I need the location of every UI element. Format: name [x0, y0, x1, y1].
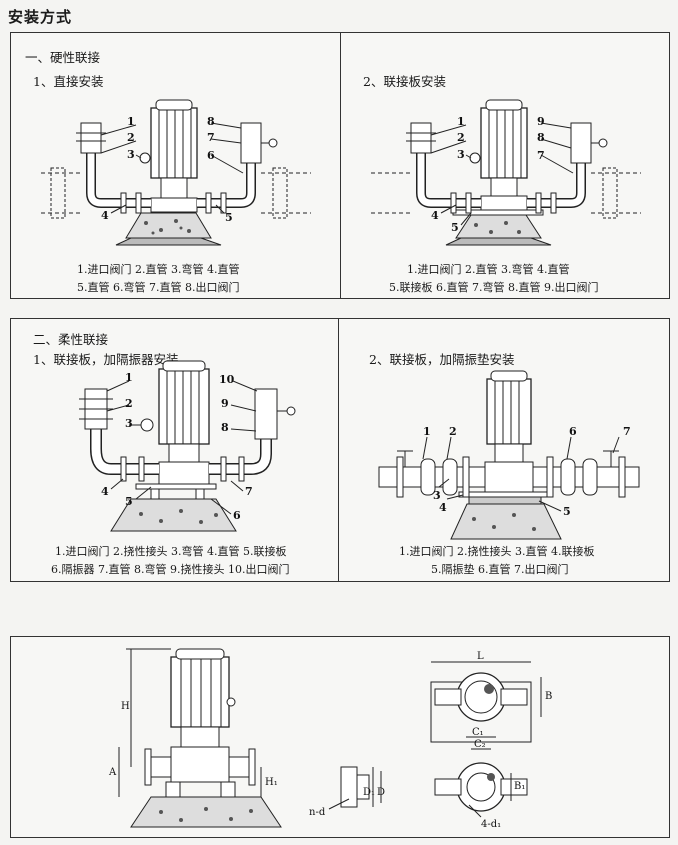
- plate-install-drawing: 1 2 3 4 5 7 8 9: [371, 99, 641, 246]
- dim-B1: B₁: [514, 781, 525, 792]
- callout-5: 5: [563, 505, 571, 518]
- panel-flexible-pad: 2、联接板，加隔振垫安装 1 2 3 4 5 6 7 1.进口阀门 2.挠性接头…: [338, 318, 670, 582]
- legend-line-2: 5.隔振垫 6.直管 7.出口阀门: [431, 563, 569, 576]
- dim-nd: n-d: [309, 807, 326, 818]
- callout-1: 1: [125, 371, 133, 384]
- callout-10: 10: [219, 373, 235, 386]
- callout-7: 7: [207, 131, 215, 144]
- callout-3: 3: [457, 148, 465, 161]
- legend-line-1: 1.进口阀门 2.直管 3.弯管 4.直管: [407, 263, 570, 276]
- callout-6: 6: [233, 509, 241, 522]
- dim-D1: D₁: [363, 787, 375, 798]
- dim-B: B: [545, 691, 552, 702]
- callout-2: 2: [457, 131, 465, 144]
- subtitle-isolator: 1、联接板，加隔振器安装: [33, 352, 179, 367]
- legend-line-1: 1.进口阀门 2.挠性接头 3.弯管 4.直管 5.联接板: [55, 545, 287, 558]
- dim-D: D: [377, 787, 385, 798]
- callout-9: 9: [221, 397, 229, 410]
- legend-line-2: 6.隔振器 7.直管 8.弯管 9.挠性接头 10.出口阀门: [51, 563, 290, 576]
- dim-C1: C₁: [472, 727, 484, 738]
- callout-4: 4: [431, 209, 439, 222]
- legend-line-2: 5.联接板 6.直管 7.弯管 8.直管 9.出口阀门: [389, 281, 599, 294]
- callout-3: 3: [127, 148, 135, 161]
- callout-5: 5: [225, 211, 233, 224]
- callout-3: 3: [125, 417, 133, 430]
- subtitle-direct: 1、直接安装: [33, 74, 104, 89]
- legend-line-2: 5.直管 6.弯管 7.直管 8.出口阀门: [77, 281, 240, 294]
- subtitle-pad: 2、联接板，加隔振垫安装: [369, 352, 515, 367]
- callout-2: 2: [125, 397, 133, 410]
- pad-install-drawing: 1 2 3 4 5 6 7: [378, 370, 640, 540]
- dim-d1: 4-d₁: [481, 819, 501, 830]
- dimension-drawing: H A H₁ D₁ D n-d L B C₁ C₂ B₁ 4-d₁: [108, 648, 552, 830]
- dim-H1: H₁: [265, 777, 278, 788]
- callout-1: 1: [127, 115, 135, 128]
- direct-install-drawing: 1 2 3 4 5 6 7 8: [41, 99, 311, 246]
- subtitle-plate: 2、联接板安装: [363, 74, 446, 89]
- callout-1: 1: [423, 425, 431, 438]
- dim-A: A: [108, 767, 117, 778]
- callout-4: 4: [101, 209, 109, 222]
- callout-5: 5: [451, 221, 459, 234]
- dim-H: H: [121, 701, 130, 712]
- callout-2: 2: [449, 425, 457, 438]
- section-heading-flexible: 二、柔性联接: [33, 332, 109, 347]
- legend-line-1: 1.进口阀门 2.直管 3.弯管 4.直管: [77, 263, 240, 276]
- dim-C2: C₂: [474, 739, 486, 750]
- legend-line-1: 1.进口阀门 2.挠性接头 3.直管 4.联接板: [399, 545, 595, 558]
- page-title: 安装方式: [8, 8, 73, 26]
- callout-7: 7: [623, 425, 631, 438]
- callout-8: 8: [221, 421, 229, 434]
- callout-8: 8: [537, 131, 545, 144]
- callout-9: 9: [537, 115, 545, 128]
- callout-4: 4: [439, 501, 447, 514]
- callout-5: 5: [125, 495, 133, 508]
- callout-2: 2: [127, 131, 135, 144]
- callout-4: 4: [101, 485, 109, 498]
- callout-3: 3: [433, 489, 441, 502]
- section-heading-rigid: 一、硬性联接: [25, 50, 101, 65]
- callout-6: 6: [207, 149, 215, 162]
- dim-L: L: [477, 651, 484, 662]
- callout-6: 6: [569, 425, 577, 438]
- callout-1: 1: [457, 115, 465, 128]
- panel-rigid-plate: 2、联接板安装 1 2 3 4 5 7 8 9 1.进口阀门 2.直管 3.: [340, 32, 670, 299]
- panel-rigid-direct: 一、硬性联接 1、直接安装 1 2 3: [10, 32, 342, 299]
- panel-flexible-isolator: 二、柔性联接 1、联接板，加隔振器安装 1 2 3 4 5 6 7 8 9 10: [10, 318, 340, 582]
- isolator-install-drawing: 1 2 3 4 5 6 7 8 9 10: [79, 360, 296, 532]
- callout-8: 8: [207, 115, 215, 128]
- panel-dimensions: H A H₁ D₁ D n-d L B C₁ C₂ B₁ 4-d₁: [10, 636, 670, 838]
- callout-7: 7: [245, 485, 253, 498]
- callout-7: 7: [537, 149, 545, 162]
